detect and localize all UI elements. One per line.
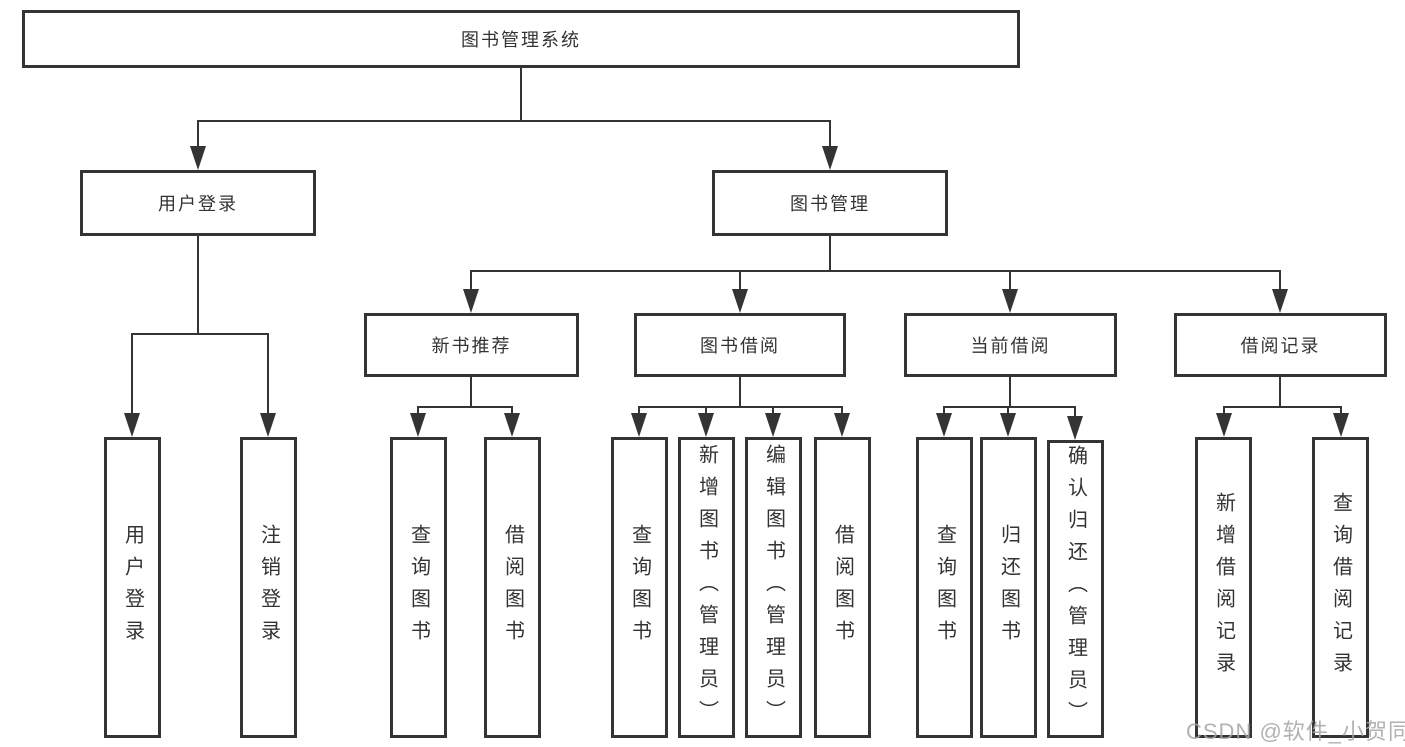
leaf-cb-query-books-label: 查询图书: [933, 523, 956, 652]
leaf-bb-query-books: 查询图书: [611, 437, 668, 738]
connector-drop-leaf: [1340, 406, 1342, 413]
connector-drop-user-login: [197, 120, 199, 148]
connector-drop-leaf: [1223, 406, 1225, 413]
arrowhead-icon: [1000, 413, 1016, 437]
arrowhead-icon: [1333, 413, 1349, 437]
connector-book-mgmt-stub: [829, 236, 831, 272]
leaf-user-login-label: 用户登录: [121, 523, 144, 652]
connector-borrow-records-rail: [1223, 406, 1342, 408]
arrowhead-icon: [822, 146, 838, 170]
connector-new-books-rail: [417, 406, 513, 408]
connector-root-stub: [520, 68, 522, 122]
arrowhead-icon: [124, 413, 140, 437]
arrowhead-icon: [936, 413, 952, 437]
node-book-borrow: 图书借阅: [634, 313, 846, 377]
arrowhead-icon: [631, 413, 647, 437]
leaf-bb-add-books-admin: 新增图书（管理员）: [678, 437, 735, 738]
connector-root-rail: [197, 120, 831, 122]
connector-drop-leaf: [1007, 406, 1009, 413]
leaf-user-login: 用户登录: [104, 437, 161, 738]
connector-drop-leaf: [1074, 406, 1076, 416]
connector-new-books-stub: [470, 377, 472, 407]
leaf-bb-edit-books-admin: 编辑图书（管理员）: [745, 437, 802, 738]
arrowhead-icon: [765, 413, 781, 437]
node-borrow-records-label: 借阅记录: [1240, 336, 1321, 356]
connector-book-borrow-rail: [638, 406, 843, 408]
arrowhead-icon: [260, 413, 276, 437]
node-current-borrow-label: 当前借阅: [970, 336, 1051, 356]
connector-drop-leaf: [705, 406, 707, 413]
connector-book-borrow-stub: [739, 377, 741, 407]
connector-drop-leaf: [131, 333, 133, 413]
node-new-books-label: 新书推荐: [431, 336, 512, 356]
leaf-cb-confirm-return-admin: 确认归还（管理员）: [1047, 440, 1104, 738]
leaf-nb-borrow-books-label: 借阅图书: [501, 523, 524, 652]
arrowhead-icon: [1002, 289, 1018, 313]
leaf-logout-label: 注销登录: [257, 523, 280, 652]
arrowhead-icon: [1067, 416, 1083, 440]
connector-drop-borrow-records: [1279, 270, 1281, 289]
leaf-br-add-record: 新增借阅记录: [1195, 437, 1252, 738]
connector-drop-new-books: [470, 270, 472, 289]
arrowhead-icon: [463, 289, 479, 313]
connector-drop-leaf: [267, 333, 269, 413]
leaf-cb-return-books: 归还图书: [980, 437, 1037, 738]
leaf-br-query-record-label: 查询借阅记录: [1329, 491, 1352, 684]
leaf-br-add-record-label: 新增借阅记录: [1212, 491, 1235, 684]
connector-drop-leaf: [638, 406, 640, 413]
leaf-bb-query-books-label: 查询图书: [628, 523, 651, 652]
leaf-logout: 注销登录: [240, 437, 297, 738]
node-user-login: 用户登录: [80, 170, 316, 236]
leaf-bb-borrow-books: 借阅图书: [814, 437, 871, 738]
arrowhead-icon: [410, 413, 426, 437]
connector-drop-book-mgmt: [829, 120, 831, 148]
leaf-cb-confirm-return-admin-label: 确认归还（管理员）: [1064, 445, 1087, 733]
node-book-mgmt: 图书管理: [712, 170, 948, 236]
connector-drop-leaf: [417, 406, 419, 413]
connector-drop-leaf: [943, 406, 945, 413]
csdn-watermark: CSDN @软件_小贺同学: [1186, 719, 1405, 744]
connector-borrow-records-stub: [1279, 377, 1281, 407]
connector-drop-leaf: [511, 406, 513, 413]
leaf-nb-query-books-label: 查询图书: [407, 523, 430, 652]
leaf-bb-borrow-books-label: 借阅图书: [831, 523, 854, 652]
arrowhead-icon: [190, 146, 206, 170]
arrowhead-icon: [834, 413, 850, 437]
node-book-mgmt-label: 图书管理: [790, 194, 870, 214]
leaf-nb-query-books: 查询图书: [390, 437, 447, 738]
node-user-login-label: 用户登录: [158, 194, 238, 214]
arrowhead-icon: [732, 289, 748, 313]
arrowhead-icon: [504, 413, 520, 437]
connector-current-borrow-stub: [1009, 377, 1011, 407]
node-borrow-records: 借阅记录: [1174, 313, 1387, 377]
leaf-br-query-record: 查询借阅记录: [1312, 437, 1369, 738]
connector-user-login-rail: [131, 333, 269, 335]
node-current-borrow: 当前借阅: [904, 313, 1117, 377]
connector-drop-leaf: [841, 406, 843, 413]
leaf-cb-return-books-label: 归还图书: [997, 523, 1020, 652]
node-root-label: 图书管理系统: [461, 30, 581, 50]
node-root: 图书管理系统: [22, 10, 1020, 68]
arrowhead-icon: [1272, 289, 1288, 313]
connector-book-mgmt-rail: [470, 270, 1281, 272]
arrowhead-icon: [1216, 413, 1232, 437]
node-new-books: 新书推荐: [364, 313, 579, 377]
leaf-nb-borrow-books: 借阅图书: [484, 437, 541, 738]
connector-current-borrow-rail: [943, 406, 1075, 408]
leaf-cb-query-books: 查询图书: [916, 437, 973, 738]
connector-user-login-stub: [197, 236, 199, 334]
leaf-bb-add-books-admin-label: 新增图书（管理员）: [695, 443, 718, 732]
node-book-borrow-label: 图书借阅: [700, 336, 780, 356]
connector-drop-book-borrow: [739, 270, 741, 289]
leaf-bb-edit-books-admin-label: 编辑图书（管理员）: [762, 443, 785, 732]
arrowhead-icon: [698, 413, 714, 437]
connector-drop-current-borrow: [1009, 270, 1011, 289]
connector-drop-leaf: [772, 406, 774, 413]
